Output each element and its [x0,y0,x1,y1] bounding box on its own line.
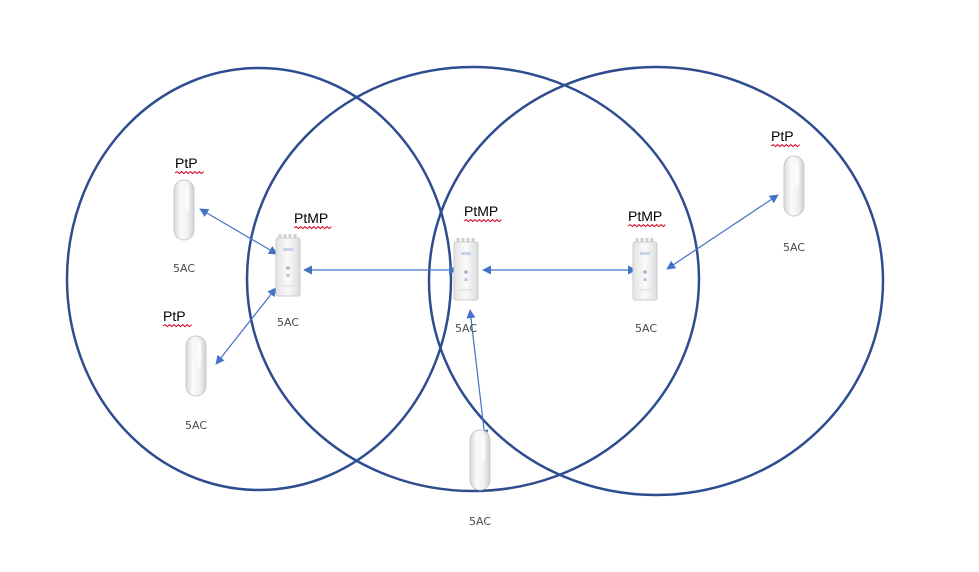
spellcheck-underline [627,223,666,228]
spellcheck-underline [463,218,502,223]
node-role-label: PtMP [628,208,662,224]
node-ptmp-left: PtMP 5AC [275,210,332,329]
ptp-antenna-icon [783,155,805,217]
node-ptp-right: PtP 5AC [770,128,805,254]
node-ptmp-center: PtMP 5AC [453,203,502,335]
node-model-label: 5AC [277,316,299,329]
spellcheck-underline [293,225,332,230]
link-arrow-ptmp-left-to-ptp-left-top [199,208,278,255]
node-role-label: PtMP [464,203,498,219]
ptmp-basestation-icon [632,238,658,301]
link-arrow-ptmp-center-to-ptp-bottom [466,309,489,439]
node-ptmp-right: PtMP 5AC [627,208,666,335]
ptp-antenna-icon [185,335,207,397]
coverage-ring-left [65,66,453,492]
spellcheck-underline [770,143,800,148]
coverage-ring-right [427,65,885,497]
device-nodes: PtP 5AC PtP 5AC PtMP 5AC PtMP 5AC PtMP 5AC PtP 5AC 5… [162,128,805,528]
coverage-ring-center [245,65,701,493]
ptmp-basestation-icon [275,234,301,297]
node-model-label: 5AC [783,241,805,254]
ptp-antenna-icon [469,429,491,491]
node-ptp-left-bottom: PtP 5AC [162,308,207,432]
node-model-label: 5AC [173,262,195,275]
spellcheck-underline [162,323,192,328]
node-role-label: PtP [771,128,794,144]
coverage-rings [65,65,885,497]
node-ptp-bottom: 5AC [469,429,491,528]
node-role-label: PtP [175,155,198,171]
node-role-label: PtMP [294,210,328,226]
node-model-label: 5AC [635,322,657,335]
node-ptp-left-top: PtP 5AC [173,155,204,275]
link-arrow-ptmp-right-to-ptp-right [666,194,779,270]
node-role-label: PtP [163,308,186,324]
spellcheck-underline [174,170,204,175]
node-model-label: 5AC [455,322,477,335]
ptmp-basestation-icon [453,238,479,301]
ptp-antenna-icon [173,179,195,241]
link-arrow-ptmp-left-to-ptp-left-bottom [215,287,277,365]
node-model-label: 5AC [469,515,491,528]
node-model-label: 5AC [185,419,207,432]
link-arrows [199,194,779,439]
